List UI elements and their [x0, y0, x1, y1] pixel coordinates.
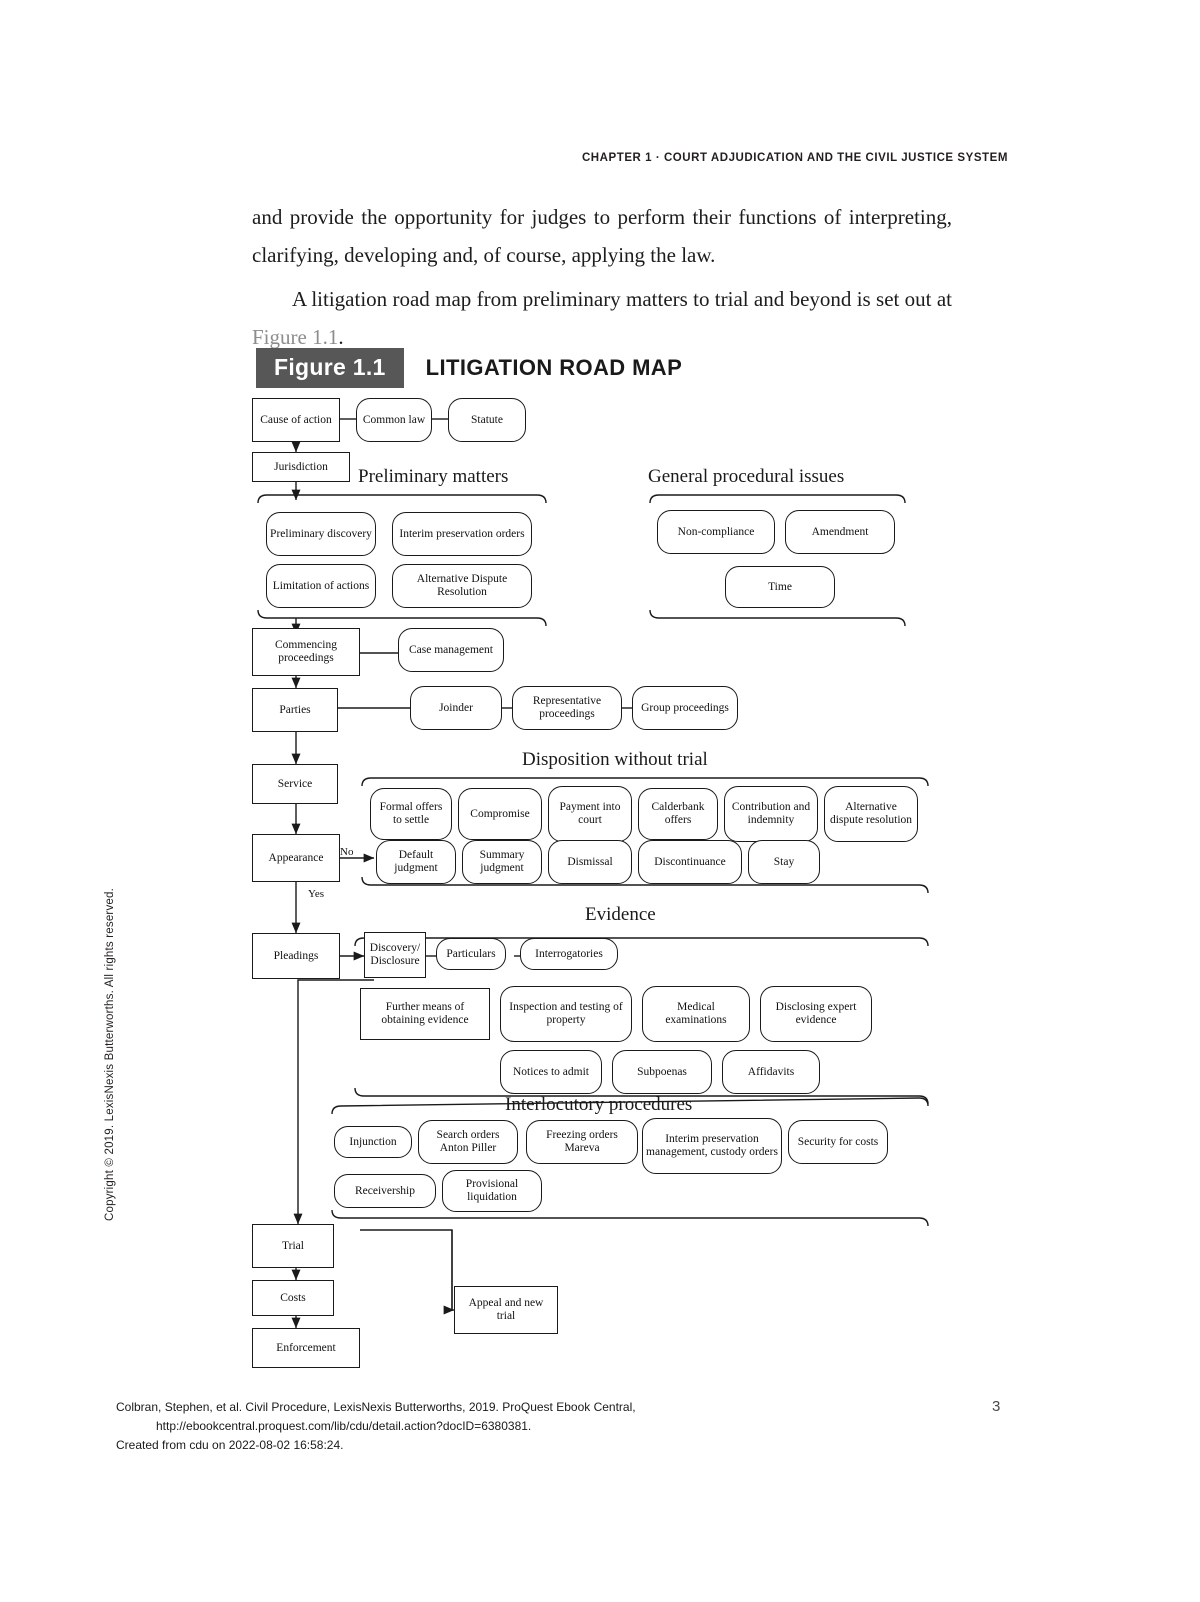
- figure-badge: Figure 1.1: [256, 348, 404, 388]
- group-label-preliminary-matters: Preliminary matters: [358, 466, 509, 487]
- node-service[interactable]: Service: [252, 764, 338, 804]
- node-amendment[interactable]: Amendment: [785, 510, 895, 554]
- node-case-management[interactable]: Case management: [398, 628, 504, 672]
- node-notices-to-admit[interactable]: Notices to admit: [500, 1050, 602, 1094]
- edge-label-yes: Yes: [308, 888, 325, 900]
- litigation-road-map-diagram: Cause of action Common law Statute Juris…: [250, 388, 950, 1368]
- node-summary-judgment[interactable]: Summary judgment: [462, 840, 542, 884]
- node-inspection-and-testing-of-property[interactable]: Inspection and testing of property: [500, 986, 632, 1042]
- node-commencing-proceedings[interactable]: Commencing proceedings: [252, 628, 360, 676]
- node-cause-of-action[interactable]: Cause of action: [252, 398, 340, 442]
- figure-cross-reference: Figure 1.1: [252, 325, 339, 349]
- node-representative-proceedings[interactable]: Representative proceedings: [512, 686, 622, 730]
- node-alternative-dispute-resolution-preliminary[interactable]: Alternative Dispute Resolution: [392, 564, 532, 608]
- node-stay[interactable]: Stay: [748, 840, 820, 884]
- node-interim-preservation-management-custody-orders[interactable]: Interim preservation management, custody…: [642, 1118, 782, 1174]
- node-interrogatories[interactable]: Interrogatories: [520, 938, 618, 970]
- paragraph-1: and provide the opportunity for judges t…: [252, 205, 952, 267]
- body-copy: and provide the opportunity for judges t…: [252, 198, 952, 362]
- node-compromise[interactable]: Compromise: [458, 788, 542, 840]
- paragraph-2-text-after: .: [338, 325, 344, 349]
- group-label-evidence: Evidence: [585, 904, 656, 925]
- node-formal-offers-to-settle[interactable]: Formal offers to settle: [370, 788, 452, 840]
- footer-citation: Colbran, Stephen, et al. Civil Procedure…: [116, 1398, 1016, 1455]
- figure-title: LITIGATION ROAD MAP: [425, 355, 683, 380]
- node-time[interactable]: Time: [725, 566, 835, 608]
- paragraph-2: A litigation road map from preliminary m…: [252, 280, 952, 356]
- edge-label-no: No: [340, 846, 354, 858]
- citation-line-2: http://ebookcentral.proquest.com/lib/cdu…: [156, 1419, 532, 1433]
- node-parties[interactable]: Parties: [252, 688, 338, 732]
- node-dismissal[interactable]: Dismissal: [548, 840, 632, 884]
- node-alternative-dispute-resolution[interactable]: Alternative dispute resolution: [824, 786, 918, 842]
- citation-line-3: Created from cdu on 2022-08-02 16:58:24.: [116, 1438, 344, 1452]
- node-common-law[interactable]: Common law: [356, 398, 432, 442]
- node-limitation-of-actions[interactable]: Limitation of actions: [266, 564, 376, 608]
- paragraph-2-text-before: A litigation road map from preliminary m…: [292, 287, 952, 311]
- copyright-notice: Copyright © 2019. LexisNexis Butterworth…: [104, 888, 116, 1221]
- node-disclosing-expert-evidence[interactable]: Disclosing expert evidence: [760, 986, 872, 1042]
- group-label-disposition-without-trial: Disposition without trial: [522, 749, 708, 770]
- node-affidavits[interactable]: Affidavits: [722, 1050, 820, 1094]
- node-security-for-costs[interactable]: Security for costs: [788, 1120, 888, 1164]
- node-costs[interactable]: Costs: [252, 1280, 334, 1316]
- node-discovery-disclosure[interactable]: Discovery/ Disclosure: [364, 932, 426, 978]
- node-discontinuance[interactable]: Discontinuance: [638, 840, 742, 884]
- node-jurisdiction[interactable]: Jurisdiction: [252, 452, 350, 482]
- node-injunction[interactable]: Injunction: [334, 1126, 412, 1158]
- node-receivership[interactable]: Receivership: [334, 1174, 436, 1208]
- page-number: 3: [992, 1398, 1001, 1415]
- diagram-connectors: [257, 418, 929, 1329]
- node-non-compliance[interactable]: Non-compliance: [657, 510, 775, 554]
- node-trial[interactable]: Trial: [252, 1224, 334, 1268]
- node-pleadings[interactable]: Pleadings: [252, 933, 340, 979]
- node-provisional-liquidation[interactable]: Provisional liquidation: [442, 1170, 542, 1212]
- node-group-proceedings[interactable]: Group proceedings: [632, 686, 738, 730]
- node-medical-examinations[interactable]: Medical examinations: [642, 986, 750, 1042]
- node-subpoenas[interactable]: Subpoenas: [612, 1050, 712, 1094]
- node-contribution-and-indemnity[interactable]: Contribution and indemnity: [724, 786, 818, 842]
- node-appeal-and-new-trial[interactable]: Appeal and new trial: [454, 1286, 558, 1334]
- node-search-orders-anton-piller[interactable]: Search orders Anton Piller: [418, 1120, 518, 1164]
- node-joinder[interactable]: Joinder: [410, 686, 502, 730]
- node-default-judgment[interactable]: Default judgment: [376, 840, 456, 884]
- node-preliminary-discovery[interactable]: Preliminary discovery: [266, 512, 376, 556]
- node-payment-into-court[interactable]: Payment into court: [548, 786, 632, 842]
- node-appearance[interactable]: Appearance: [252, 834, 340, 882]
- node-particulars[interactable]: Particulars: [436, 938, 506, 970]
- group-label-interlocutory-procedures: Interlocutory procedures: [505, 1094, 693, 1115]
- node-enforcement[interactable]: Enforcement: [252, 1328, 360, 1368]
- figure-header: Figure 1.1 LITIGATION ROAD MAP: [256, 348, 682, 388]
- citation-line-1: Colbran, Stephen, et al. Civil Procedure…: [116, 1400, 636, 1414]
- node-interim-preservation-orders[interactable]: Interim preservation orders: [392, 512, 532, 556]
- running-head: CHAPTER 1 · COURT ADJUDICATION AND THE C…: [581, 152, 1008, 164]
- node-further-means-of-obtaining-evidence[interactable]: Further means of obtaining evidence: [360, 988, 490, 1040]
- group-label-general-procedural-issues: General procedural issues: [648, 466, 845, 487]
- node-calderbank-offers[interactable]: Calderbank offers: [638, 788, 718, 840]
- node-statute[interactable]: Statute: [448, 398, 526, 442]
- node-freezing-orders-mareva[interactable]: Freezing orders Mareva: [526, 1120, 638, 1164]
